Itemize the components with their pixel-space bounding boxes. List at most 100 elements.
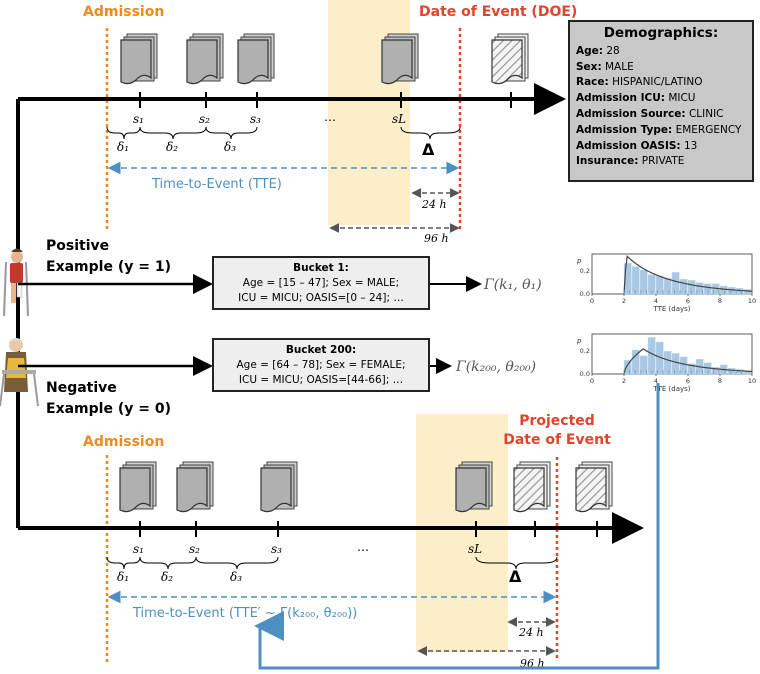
- bottom-delta1: δ₁: [117, 570, 129, 584]
- top-s2: s₂: [199, 112, 210, 126]
- y-axis-label: p: [576, 257, 582, 265]
- bucket-200-line: ICU = MICU; OASIS=[44-66]; …: [238, 374, 404, 386]
- top-ellipsis: …: [324, 110, 336, 124]
- bottom-note-doc: [455, 461, 493, 513]
- top-brace-delta: [400, 126, 461, 140]
- fit-curve: [623, 255, 753, 295]
- top-brace-1: [106, 126, 141, 140]
- bottom-brace-1: [106, 556, 141, 570]
- histogram-bar: [679, 278, 688, 295]
- histogram-bar: [727, 368, 736, 375]
- bottom-future-doc: [513, 461, 551, 513]
- sampling-feedback-arrow: [254, 383, 660, 670]
- bottom-projected-label: Projected: [519, 413, 595, 429]
- demographics-row: Race: HISPANIC/LATINO: [576, 76, 703, 89]
- bottom-delta3: δ₃: [230, 570, 242, 584]
- x-tick-label: 6: [686, 297, 690, 305]
- top-doe-label: Date of Event (DOE): [419, 4, 577, 20]
- top-tte-label: Time-to-Event (TTE): [151, 177, 282, 192]
- bucket-1-title: Bucket 1:: [293, 262, 349, 274]
- histogram-bar: [687, 280, 696, 295]
- bottom-s1: s₁: [133, 542, 144, 556]
- histogram-bar: [631, 349, 640, 375]
- bottom-note-doc: [176, 461, 214, 513]
- top-future-doc: [491, 33, 529, 85]
- demographics-row: Admission ICU: MICU: [576, 92, 696, 105]
- x-tick-label: 4: [654, 297, 658, 305]
- top-sL: sL: [392, 112, 406, 126]
- negative-example-label: Negative Example (y = 0): [46, 380, 171, 417]
- bottom-s3: s₃: [271, 542, 282, 556]
- bottom-note-doc: [260, 461, 298, 513]
- histogram-bar: [719, 285, 728, 295]
- x-tick-label: 0: [590, 377, 594, 385]
- top-ticks: [139, 92, 512, 108]
- demographics-title: Demographics:: [603, 25, 719, 41]
- demographics-row: Admission Type: EMERGENCY: [576, 123, 742, 136]
- elderly-patient-icon: [0, 338, 39, 407]
- histogram-bar: [671, 353, 680, 375]
- male-patient-icon: [3, 248, 29, 317]
- top-note-doc: [120, 33, 158, 85]
- top-delta1: δ₁: [117, 140, 129, 154]
- histogram-bar: [631, 266, 640, 295]
- bucket-1-line: ICU = MICU; OASIS=[0 – 24]; …: [238, 292, 404, 304]
- top-brace-2: [139, 126, 207, 140]
- demographics-row: Admission Source: CLINIC: [576, 107, 724, 120]
- x-tick-label: 6: [686, 377, 690, 385]
- x-axis-label: TTE (days): [652, 385, 690, 393]
- x-tick-label: 10: [748, 297, 756, 305]
- top-note-doc: [381, 33, 419, 85]
- histogram-bar: [671, 272, 680, 295]
- top-note-doc: [186, 33, 224, 85]
- bottom-ticks: [139, 521, 598, 537]
- bottom-brace-delta: [475, 556, 558, 570]
- bottom-ellipsis: …: [357, 540, 369, 554]
- negative-gamma: Γ(k₂₀₀, θ₂₀₀): [455, 359, 536, 375]
- y-axis-label: p: [576, 337, 582, 345]
- top-note-doc: [237, 33, 275, 85]
- bottom-24h-label: 24 h: [518, 626, 544, 639]
- histogram-bar: [623, 360, 632, 375]
- histogram-bar: [679, 356, 688, 375]
- x-tick-label: 8: [718, 297, 722, 305]
- y-tick-label: 0.0: [580, 290, 590, 298]
- histogram-bar: [639, 355, 648, 375]
- top-96h-label: 96 h: [424, 232, 449, 245]
- histogram-bar: [623, 262, 632, 295]
- x-tick-label: 2: [622, 377, 626, 385]
- x-tick-label: 10: [748, 377, 756, 385]
- x-tick-label: 2: [622, 297, 626, 305]
- bottom-admission-label: Admission: [83, 434, 164, 450]
- top-24h-label: 24 h: [421, 198, 447, 211]
- y-tick-label: 0.0: [580, 370, 590, 378]
- histogram-bar: [663, 350, 672, 375]
- histogram-bar: [687, 363, 696, 375]
- histogram-bar: [695, 282, 704, 295]
- histogram-bar: [647, 337, 656, 375]
- positive-example-label: Positive Example (y = 1): [46, 238, 171, 275]
- y-tick-label: 0.2: [580, 267, 590, 275]
- histogram-bar: [743, 289, 752, 295]
- demographics-row: Admission OASIS: 13: [576, 139, 698, 152]
- bucket-200-title: Bucket 200:: [285, 344, 357, 356]
- bottom-brace-3: [195, 556, 279, 570]
- bucket-200-box: Bucket 200: Age = [64 – 78]; Sex = FEMAL…: [212, 338, 430, 392]
- bottom-note-doc: [119, 461, 157, 513]
- bottom-projected-label: Date of Event: [503, 432, 611, 448]
- bottom-brace-2: [139, 556, 197, 570]
- top-admission-label: Admission: [83, 4, 164, 20]
- top-delta3: δ₃: [224, 140, 236, 154]
- histogram-bar: [743, 370, 752, 375]
- histogram-bar: [639, 269, 648, 295]
- positive-gamma: Γ(k₁, θ₁): [483, 277, 542, 293]
- top-s1: s₁: [133, 112, 144, 126]
- demographics-row: Age: 28: [576, 44, 620, 57]
- x-tick-label: 0: [590, 297, 594, 305]
- top-s3: s₃: [250, 112, 261, 126]
- demographics-box: Demographics: Age: 28 Sex: MALE Race: HI…: [568, 20, 754, 182]
- bottom-tte-label: Time-to-Event (TTE′ ~ Γ(k₂₀₀, θ₂₀₀)): [132, 606, 357, 621]
- bucket-200-line: Age = [64 – 78]; Sex = FEMALE;: [236, 359, 406, 371]
